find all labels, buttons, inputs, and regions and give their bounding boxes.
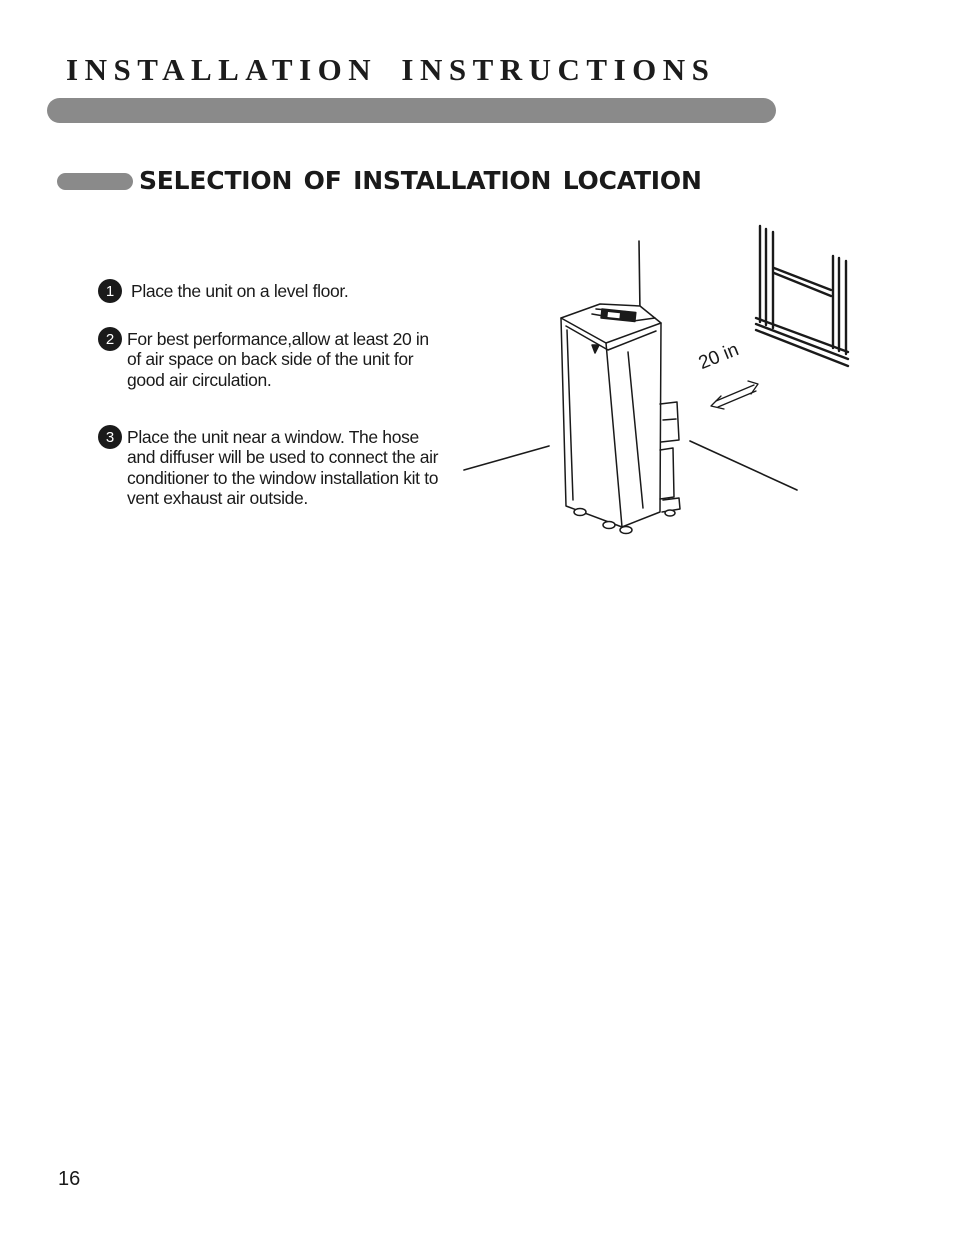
step-text: Place the unit on a level floor.	[131, 281, 349, 301]
step-text: Place the unit near a window. The hose a…	[127, 427, 439, 508]
page-number: 16	[58, 1168, 81, 1190]
room-floor-line-right	[689, 440, 798, 491]
room-floor-line-left	[463, 445, 550, 471]
step-number-badge: 2	[98, 327, 122, 351]
air-conditioner-unit	[560, 303, 681, 535]
room-corner-line	[638, 240, 641, 314]
clearance-double-arrow	[710, 380, 759, 410]
step-text: For best performance,allow at least 20 i…	[127, 329, 429, 390]
header-divider-bar	[47, 98, 776, 123]
page-header-title: INSTALLATION INSTRUCTIONS	[66, 52, 716, 87]
installation-illustration	[463, 224, 850, 535]
window	[754, 224, 850, 368]
step-number-badge: 3	[98, 425, 122, 449]
step-number-badge: 1	[98, 279, 122, 303]
section-marker-pill	[57, 173, 133, 190]
section-title: SELECTION OF INSTALLATION LOCATION	[139, 166, 702, 195]
